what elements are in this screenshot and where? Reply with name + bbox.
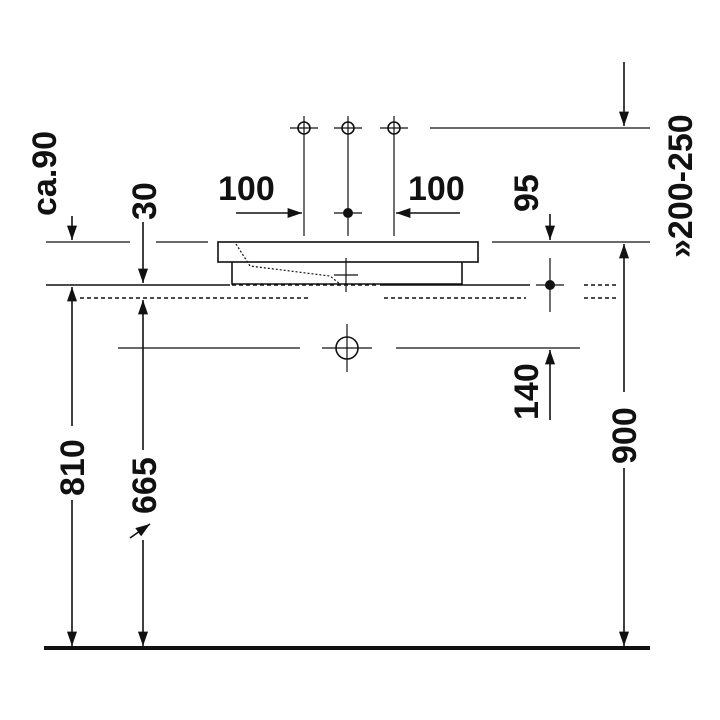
diagonal-indicator-arrow <box>129 523 151 539</box>
label-mirror-height: »200-250 <box>662 114 700 258</box>
label-ca90: ca.90 <box>26 131 64 216</box>
countertop-bottom-line <box>46 284 616 299</box>
label-tap-spacing-right: 100 <box>408 170 465 208</box>
label-665: 665 <box>126 457 164 514</box>
label-95: 95 <box>508 174 546 212</box>
overflow-point <box>536 258 564 312</box>
label-30: 30 <box>126 182 164 220</box>
label-810: 810 <box>54 439 92 496</box>
washbasin-outline <box>217 241 479 292</box>
faucet-hole-right <box>380 116 408 236</box>
label-140: 140 <box>508 363 546 420</box>
drain-outlet <box>118 324 580 372</box>
tap-center-point <box>334 208 362 218</box>
faucet-hole-left <box>290 116 318 236</box>
label-900: 900 <box>606 407 644 464</box>
label-tap-spacing-left: 100 <box>218 170 275 208</box>
